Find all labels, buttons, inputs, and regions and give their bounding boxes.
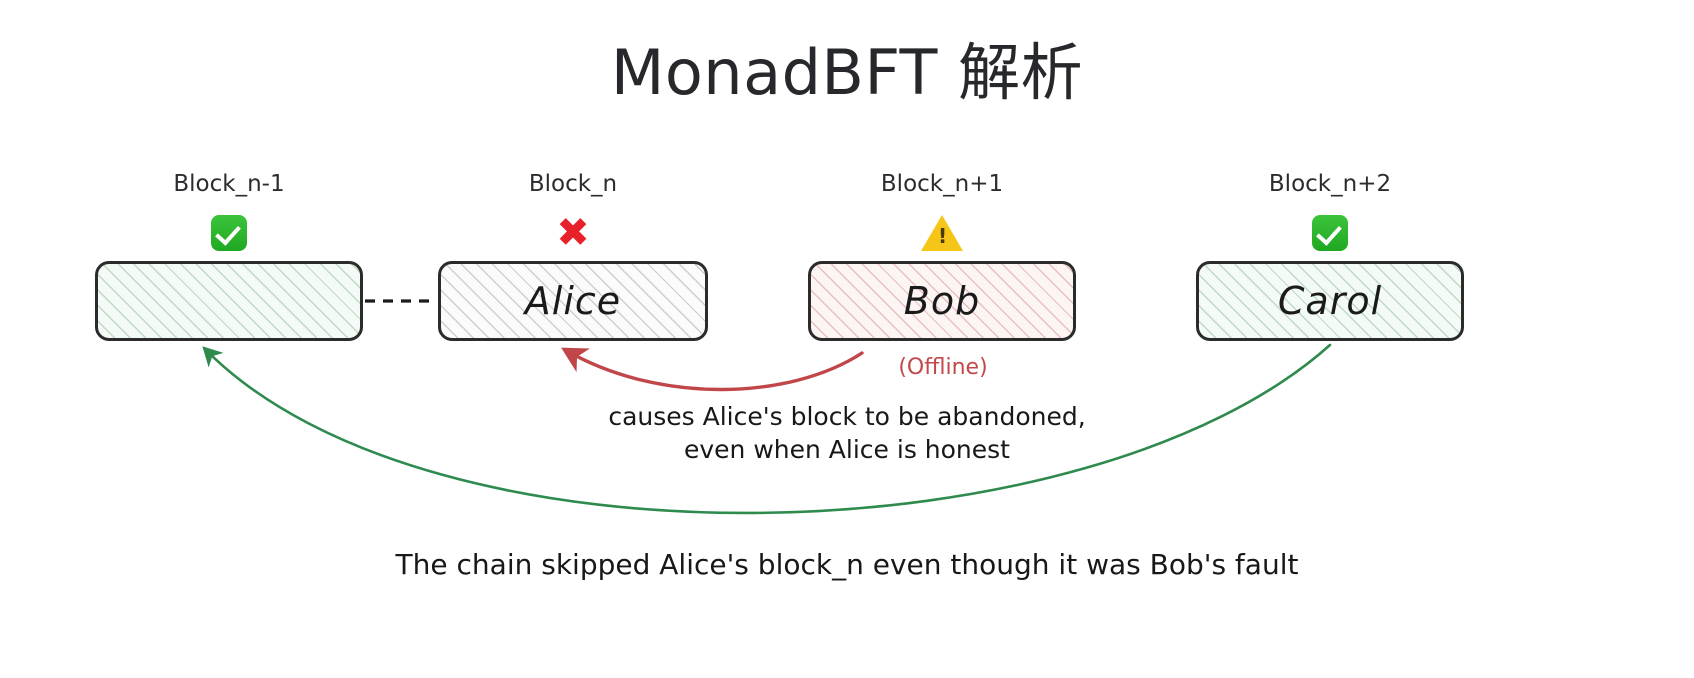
block-status-1: ✖ bbox=[438, 210, 708, 256]
red-arrow-note: causes Alice's block to be abandoned, ev… bbox=[347, 400, 1347, 466]
block-label-2: Block_n+1 bbox=[880, 171, 1004, 197]
block-2[interactable]: Bob bbox=[808, 261, 1076, 341]
block-status-0 bbox=[95, 215, 363, 251]
block-0[interactable] bbox=[95, 261, 363, 341]
block-status-3 bbox=[1196, 215, 1464, 251]
block-1[interactable]: Alice bbox=[438, 261, 708, 341]
red-arrow-note-line-1: causes Alice's block to be abandoned, bbox=[608, 402, 1086, 431]
block-label-1: Block_n bbox=[528, 171, 618, 197]
block-name-2: Bob bbox=[903, 279, 981, 323]
block-3[interactable]: Carol bbox=[1196, 261, 1464, 341]
warning-triangle-icon bbox=[921, 215, 963, 251]
block-label-0: Block_n-1 bbox=[173, 171, 285, 197]
green-check-icon bbox=[1312, 215, 1348, 251]
block-name-3: Carol bbox=[1277, 279, 1383, 323]
block-label-3: Block_n+2 bbox=[1268, 171, 1392, 197]
page-title: MonadBFT 解析 bbox=[610, 36, 1084, 109]
block-status-2 bbox=[808, 215, 1076, 251]
offline-note: (Offline) bbox=[898, 355, 988, 380]
green-check-icon bbox=[211, 215, 247, 251]
red-arrow-note-line-2: even when Alice is honest bbox=[684, 435, 1010, 464]
block-name-1: Alice bbox=[524, 279, 622, 323]
bottom-note: The chain skipped Alice's block_n even t… bbox=[395, 548, 1299, 581]
red-cross-icon: ✖ bbox=[556, 210, 590, 256]
red-blame-arrow bbox=[561, 347, 864, 392]
